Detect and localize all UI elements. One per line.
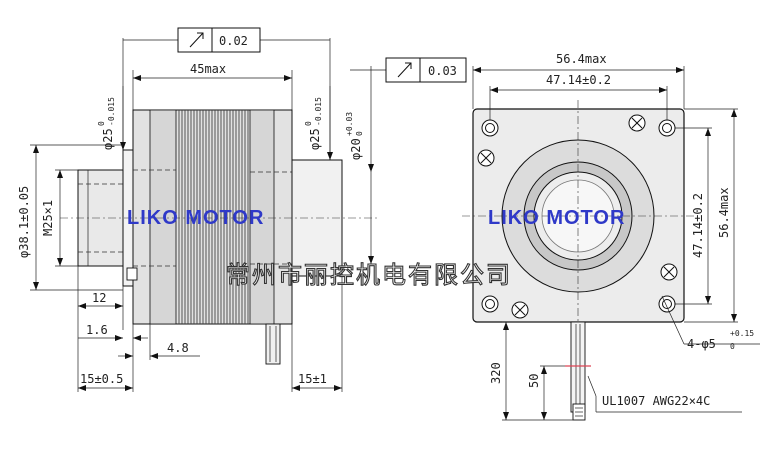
front-thread [77,169,124,267]
lead-length-label: 320 [489,362,503,384]
hole-spacing-v-label: 47.14±0.2 [691,193,705,258]
watermark-brand-right: LIKO MOTOR [488,207,625,229]
svg-text:-0.015: -0.015 [107,97,116,126]
mount-hole-tr [658,119,676,137]
svg-text:0: 0 [730,342,735,351]
screw-icon [628,114,646,132]
mount-hole-bl [481,295,499,313]
pilot-rear-label: φ25 0 -0.015 [304,97,323,150]
svg-text:0: 0 [304,121,313,126]
mount-holes-label: 4-φ5 +0.15 0 [687,329,754,351]
svg-text:-0.015: -0.015 [314,97,323,126]
rear-extension-label: 15±1 [298,372,327,386]
watermark-company: 常州市丽控机电有限公司 [226,261,512,289]
width-max-label: 56.4max [556,52,607,66]
watermark-brand-left: LIKO MOTOR [127,207,264,229]
watermark: LIKO MOTOR LIKO MOTOR 常州市丽控机电有限公司 [127,207,625,290]
mount-hole-tl [481,119,499,137]
length-max-label: 45max [190,62,226,76]
runout-left-value: 0.02 [219,34,248,48]
front-extension-label: 15±0.5 [80,372,123,386]
screw-icon [660,263,678,281]
shaft-bore-label: φ20 +0.03 0 [345,112,364,160]
svg-text:φ25: φ25 [308,128,322,150]
stator-laminations [178,110,249,324]
svg-text:+0.15: +0.15 [730,329,754,338]
svg-text:0: 0 [97,121,106,126]
flange-thickness-label: 1.6 [86,323,108,337]
runout-right-value: 0.03 [428,64,457,78]
mount-hole-br [658,295,676,313]
thread-label: M25×1 [41,200,55,236]
hole-spacing-h-label: 47.14±0.2 [546,73,611,87]
wire-spec-label: UL1007 AWG22×4C [602,394,710,408]
strip-length-label: 50 [527,374,541,388]
side-view: 0.02 45max [17,27,380,392]
flange-diameter-label: φ38.1±0.05 [17,186,31,258]
step-offset-label: 4.8 [167,341,189,355]
screw-icon [511,301,529,319]
screw-icon [477,149,495,167]
runout-box-right: 0.03 [385,57,467,83]
front-view: 0.03 56.4max 47.14±0.2 47.14±0.2 56. [350,52,760,421]
height-max-label: 56.4max [717,187,731,238]
runout-box-left: 0.02 [177,27,261,53]
svg-text:φ20: φ20 [349,138,363,160]
svg-text:φ25: φ25 [101,128,115,150]
lead-wire [570,321,586,413]
pilot-front-label: φ25 0 -0.015 [97,97,116,150]
svg-text:+0.03: +0.03 [345,112,354,136]
svg-text:0: 0 [355,131,364,136]
svg-text:4-φ5: 4-φ5 [687,337,716,351]
thread-length-label: 12 [92,291,106,305]
